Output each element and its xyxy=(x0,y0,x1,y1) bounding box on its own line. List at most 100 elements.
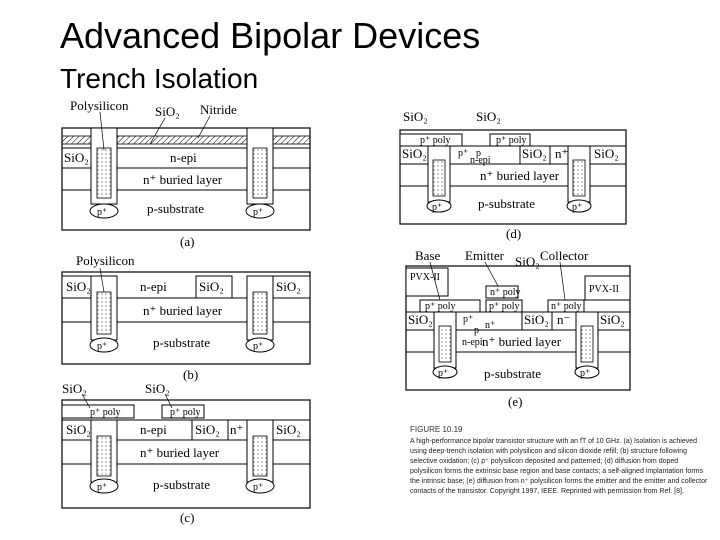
figure-caption: FIGURE 10.19 A high-performance bipolar … xyxy=(410,425,710,497)
panel-e-leader-emitter xyxy=(484,261,499,287)
panel-e: Base Emitter SiO₂ Collector PVX-II PVX-I… xyxy=(405,248,631,409)
panel-c-poly-left xyxy=(61,404,135,419)
panel-c-sio2-top2-label: SiO₂ xyxy=(145,381,170,396)
panel-e-pvx-right-box xyxy=(584,275,631,301)
panel-e-pplus-right-region xyxy=(574,365,600,379)
panel-b-pplus-right-label: p⁺ xyxy=(253,341,263,352)
panel-c-poly1-label: p⁺ poly xyxy=(90,407,121,418)
panel-c-leader-sio2-2 xyxy=(164,393,173,409)
panel-b-sio2-mid-label: SiO₂ xyxy=(199,279,224,294)
panel-e-sio2-top-label: SiO₂ xyxy=(515,254,540,269)
panel-d-trench-right-fill xyxy=(572,159,586,197)
panel-c-pplus-left-label: p⁺ xyxy=(97,482,107,493)
panel-d-sio2-top2-label: SiO₂ xyxy=(476,109,501,124)
panel-c-nplus-label: n⁺ xyxy=(230,422,243,437)
panel-a-sio2-top-label: SiO₂ xyxy=(155,104,180,119)
panel-e-npoly-emitter xyxy=(485,285,519,299)
panel-b-leader-polysilicon xyxy=(99,267,105,293)
panel-e-pvx-left-label: PVX-II xyxy=(410,272,440,283)
panel-a-substrate-label: p-substrate xyxy=(147,201,204,216)
panel-b-buried-label: n⁺ buried layer xyxy=(143,303,223,318)
panel-e-trench-left-fill xyxy=(438,325,452,363)
panel-e-poly2-label: p⁺ poly xyxy=(489,301,520,312)
panel-c-frame xyxy=(61,399,311,509)
panel-e-nplus-emitter-label: n⁺ xyxy=(485,320,495,331)
panel-b-pplus-left-label: p⁺ xyxy=(97,341,107,352)
panel-e-sio2-left-label: SiO₂ xyxy=(408,312,433,327)
panel-c-substrate-label: p-substrate xyxy=(153,477,210,492)
panel-b-pplus-right-region xyxy=(245,337,275,353)
panel-b-nepi-label: n-epi xyxy=(140,279,167,294)
panel-e-trench-right-fill xyxy=(580,325,594,363)
panel-d-buried-label: n⁺ buried layer xyxy=(480,168,560,183)
panel-e-frame xyxy=(405,265,631,391)
figure-caption-heading: FIGURE 10.19 xyxy=(410,425,463,434)
panel-e-pplus-right-label: p⁺ xyxy=(580,368,590,379)
panel-a-frame xyxy=(61,127,311,231)
panel-c-sio2-top1-label: SiO₂ xyxy=(62,381,87,396)
panel-b-caption-label: (b) xyxy=(183,367,198,382)
panel-a-buried-label: n⁺ buried layer xyxy=(143,172,223,187)
panel-d-sio2-top1-label: SiO₂ xyxy=(403,109,428,124)
panel-c: SiO₂ SiO₂ p⁺ poly p⁺ poly SiO₂ n-epi SiO… xyxy=(61,381,311,525)
panel-b-sio2-right-label: SiO₂ xyxy=(276,279,301,294)
panel-b-polysilicon-label: Polysilicon xyxy=(76,253,135,268)
panel-e-buried-label: n⁺ buried layer xyxy=(482,334,562,349)
panel-b-trench-left-fill xyxy=(96,291,112,335)
panel-d-pplus-label: p⁺ xyxy=(458,148,468,159)
slide-subtitle: Trench Isolation xyxy=(60,63,259,94)
panel-a-pplus-right-region xyxy=(245,203,275,219)
panel-e-poly3-label: n⁺ poly xyxy=(551,301,582,312)
panel-a-sio2-left-label: SiO₂ xyxy=(64,150,89,165)
panel-a-pplus-right-label: p⁺ xyxy=(253,207,263,218)
panel-e-collector-label: Collector xyxy=(540,248,589,263)
panel-e-leader-collector xyxy=(559,261,566,301)
panel-b: Polysilicon SiO₂ n-epi SiO₂ SiO₂ n⁺ buri… xyxy=(61,253,311,382)
panel-c-caption-label: (c) xyxy=(180,510,194,525)
panel-e-caption-label: (e) xyxy=(508,394,522,409)
panel-e-poly1-label: p⁺ poly xyxy=(425,301,456,312)
panel-e-pplus-left-label: p⁺ xyxy=(438,368,448,379)
panel-d-pplus-right-region xyxy=(566,199,592,213)
panel-c-poly2-label: p⁺ poly xyxy=(170,407,201,418)
panel-c-pplus-left-region xyxy=(89,478,119,494)
panel-c-pplus-right-label: p⁺ xyxy=(253,482,263,493)
panel-b-substrate-label: p-substrate xyxy=(153,335,210,350)
panel-e-nepi-label: n-epi xyxy=(462,337,483,348)
panel-d-pplus-left-region xyxy=(426,199,452,213)
panel-d-nplus-label: n⁺ xyxy=(555,146,568,161)
panel-a-trench-left-fill xyxy=(96,147,112,199)
panel-e-oxide-mid xyxy=(521,311,553,331)
panel-d-substrate-label: p-substrate xyxy=(478,196,535,211)
panel-e-nminus-label: n⁻ xyxy=(557,312,570,327)
panel-e-npoly-label: n⁺ poly xyxy=(490,287,521,298)
panel-a-polysilicon-label: Polysilicon xyxy=(70,98,129,113)
panel-d-caption-label: (d) xyxy=(506,226,521,241)
panel-c-sio2-left-label: SiO₂ xyxy=(66,422,91,437)
panel-d-poly1-label: p⁺ poly xyxy=(420,135,451,146)
panel-c-nepi-label: n-epi xyxy=(140,422,167,437)
panel-a-trench-right-fill xyxy=(252,147,268,199)
panel-a-leader-nitride xyxy=(197,115,211,139)
panel-e-sio2-right-label: SiO₂ xyxy=(600,312,625,327)
panel-d-pplus-right-label: p⁺ xyxy=(572,202,582,213)
panel-e-base-label: Base xyxy=(415,248,441,263)
panel-d-trench-left-fill xyxy=(432,159,446,197)
panel-a-leader-polysilicon xyxy=(99,111,105,151)
figure-caption-text: A high-performance bipolar transistor st… xyxy=(410,438,708,495)
panel-a-pplus-left-region xyxy=(89,203,119,219)
panel-d-frame xyxy=(399,129,627,225)
panel-b-sio2-left-label: SiO₂ xyxy=(66,279,91,294)
panel-c-sio2-right-label: SiO₂ xyxy=(276,422,301,437)
panel-d-poly2-label: p⁺ poly xyxy=(496,135,527,146)
panel-d: SiO₂ SiO₂ p⁺ poly p⁺ poly SiO₂ p⁺ p n-ep… xyxy=(399,109,627,241)
panel-c-leader-sio2-1 xyxy=(81,393,91,409)
panel-d-sio2-mid-label: SiO₂ xyxy=(522,146,547,161)
panel-b-oxide-mid xyxy=(195,275,233,299)
panel-b-pplus-left-region xyxy=(89,337,119,353)
panel-a-pplus-left-label: p⁺ xyxy=(97,207,107,218)
panel-d-sio2-left-label: SiO₂ xyxy=(402,146,427,161)
panel-a-leader-sio2 xyxy=(149,117,166,145)
panel-c-trench-right-fill xyxy=(252,435,268,477)
